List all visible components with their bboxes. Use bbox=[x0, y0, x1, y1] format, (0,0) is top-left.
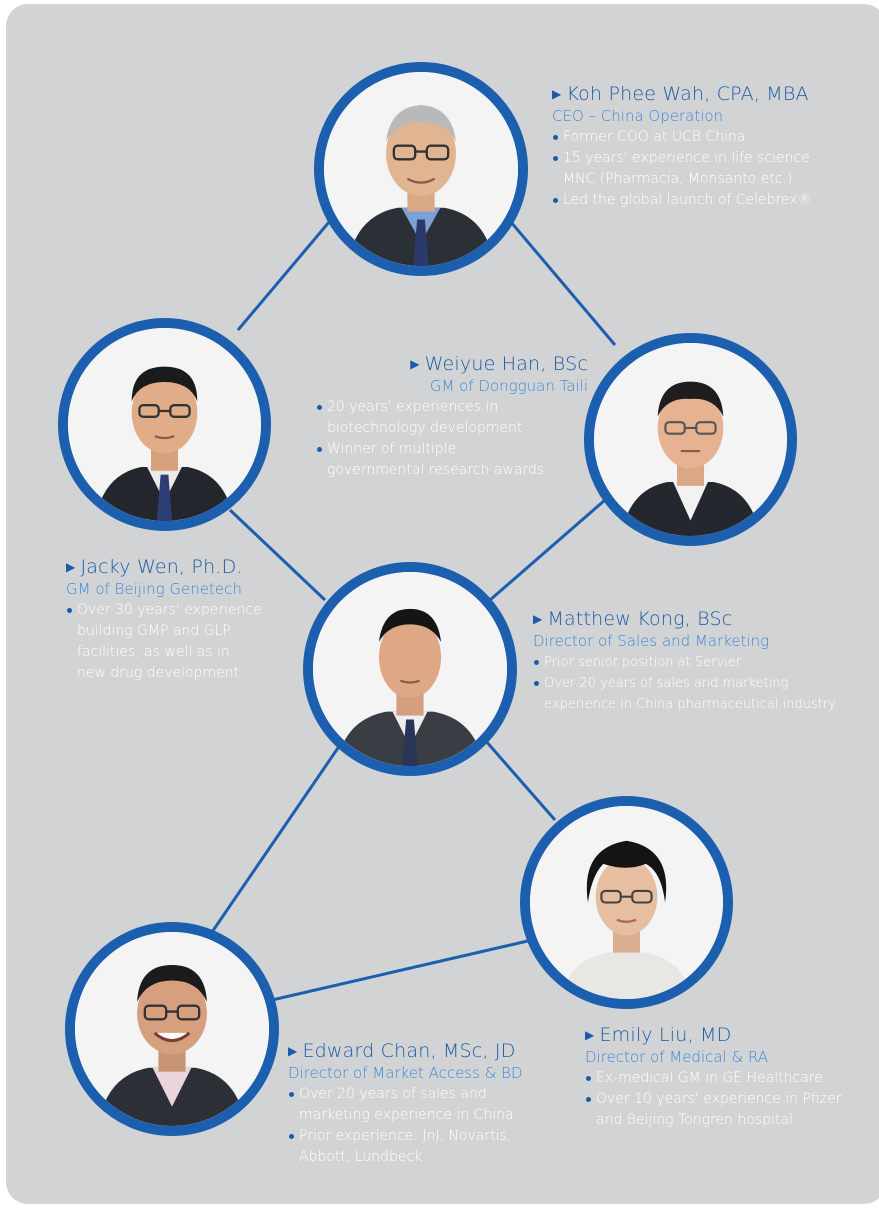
bullet-item: Led the global launch of Celebrex® bbox=[552, 190, 812, 211]
info-weiyue: ▶Weiyue Han, BSc GM of Dongguan Taili 20… bbox=[316, 353, 588, 481]
bullet-item: Former COO at UCB China bbox=[552, 127, 812, 148]
connector-weiyue-matthew bbox=[489, 498, 606, 602]
role-edward: Director of Market Access & BD bbox=[288, 1064, 523, 1082]
person-matthew-illustration bbox=[313, 572, 507, 766]
bullet-item: Winner of multiple bbox=[316, 439, 588, 460]
bullets-emily: Ex-medical GM in GE Healthcare Over 10 y… bbox=[585, 1068, 841, 1131]
role-koh: CEO – China Operation bbox=[552, 107, 724, 125]
person-koh-illustration bbox=[324, 72, 518, 266]
info-koh: ▶Koh Phee Wah, CPA, MBA CEO – China Oper… bbox=[552, 83, 812, 211]
triangle-bullet-icon: ▶ bbox=[410, 357, 420, 371]
connector-matthew-emily bbox=[483, 739, 557, 821]
role-jacky: GM of Beijing Genetech bbox=[66, 580, 242, 598]
bullet-item: Prior senior position at Servier bbox=[533, 652, 836, 673]
triangle-bullet-icon: ▶ bbox=[533, 612, 543, 626]
bullets-jacky: Over 30 years' experience building GMP a… bbox=[66, 600, 262, 684]
triangle-bullet-icon: ▶ bbox=[288, 1044, 298, 1058]
role-matthew: Director of Sales and Marketing bbox=[533, 632, 770, 650]
connector-matthew-edward bbox=[208, 744, 342, 936]
bullet-continuation: new drug development bbox=[77, 665, 240, 681]
bullet-continuation: facilities, as well as in bbox=[77, 644, 230, 660]
connector-jacky-matthew bbox=[228, 508, 327, 602]
bullets-edward: Over 20 years of sales and marketing exp… bbox=[288, 1084, 523, 1168]
info-emily: ▶Emily Liu, MD Director of Medical & RA … bbox=[585, 1024, 841, 1131]
bullets-koh: Former COO at UCB China 15 years' experi… bbox=[552, 127, 812, 211]
info-jacky: ▶Jacky Wen, Ph.D. GM of Beijing Genetech… bbox=[66, 556, 262, 684]
info-edward: ▶Edward Chan, MSc, JD Director of Market… bbox=[288, 1040, 523, 1168]
role-emily: Director of Medical & RA bbox=[585, 1048, 769, 1066]
connector-ceo-weiyue bbox=[503, 214, 617, 346]
role-weiyue: GM of Dongguan Taili bbox=[429, 377, 588, 395]
bullet-continuation: MNC (Pharmacia, Monsanto etc.) bbox=[563, 171, 793, 187]
bullet-item: Ex-medical GM in GE Healthcare bbox=[585, 1068, 841, 1089]
bullets-matthew: Prior senior position at Servier Over 20… bbox=[533, 652, 836, 715]
portrait-jacky bbox=[58, 318, 271, 531]
portrait-weiyue bbox=[584, 333, 797, 546]
name-emily: ▶Emily Liu, MD bbox=[585, 1024, 732, 1046]
name-jacky: ▶Jacky Wen, Ph.D. bbox=[66, 556, 243, 578]
triangle-bullet-icon: ▶ bbox=[552, 87, 562, 101]
person-edward-illustration bbox=[75, 932, 269, 1126]
person-weiyue-illustration bbox=[594, 343, 787, 536]
bullet-continuation: governmental research awards bbox=[327, 462, 545, 478]
info-matthew: ▶Matthew Kong, BSc Director of Sales and… bbox=[533, 608, 836, 715]
bullet-continuation: biotechnology development bbox=[327, 420, 523, 436]
bullet-item: Over 20 years of sales and bbox=[288, 1084, 523, 1105]
bullet-item: Over 20 years of sales and marketing bbox=[533, 673, 836, 694]
name-koh: ▶Koh Phee Wah, CPA, MBA bbox=[552, 83, 809, 105]
portrait-koh bbox=[314, 62, 528, 276]
person-emily-illustration bbox=[530, 806, 723, 999]
bullet-continuation: experience in China pharmaceutical indus… bbox=[544, 697, 836, 712]
connector-edward-emily bbox=[271, 938, 533, 1002]
portrait-matthew bbox=[303, 562, 517, 776]
bullet-continuation: Abbott, Lundbeck . bbox=[299, 1149, 432, 1165]
connector-ceo-jacky bbox=[236, 214, 337, 331]
person-jacky-illustration bbox=[68, 328, 261, 521]
triangle-bullet-icon: ▶ bbox=[66, 560, 76, 574]
bullet-item: Prior experience: JnJ, Novartis, bbox=[288, 1126, 523, 1147]
bullet-continuation: building GMP and GLP bbox=[77, 623, 231, 639]
portrait-emily bbox=[520, 796, 733, 1009]
name-edward: ▶Edward Chan, MSc, JD bbox=[288, 1040, 516, 1062]
bullet-item: 20 years' experiences in bbox=[316, 397, 588, 418]
bullet-continuation: marketing experience in China bbox=[299, 1107, 514, 1123]
name-weiyue: ▶Weiyue Han, BSc bbox=[410, 353, 588, 375]
portrait-edward bbox=[65, 922, 279, 1136]
bullets-weiyue: 20 years' experiences in biotechnology d… bbox=[316, 397, 588, 481]
bullet-item: 15 years' experience in life science bbox=[552, 148, 812, 169]
name-matthew: ▶Matthew Kong, BSc bbox=[533, 608, 733, 630]
bullet-item: Over 10 years' experience in Pfizer bbox=[585, 1089, 841, 1110]
bullet-item: Over 30 years' experience bbox=[66, 600, 262, 621]
triangle-bullet-icon: ▶ bbox=[585, 1028, 595, 1042]
bullet-continuation: and Beijing Tongren hospital bbox=[596, 1112, 793, 1128]
